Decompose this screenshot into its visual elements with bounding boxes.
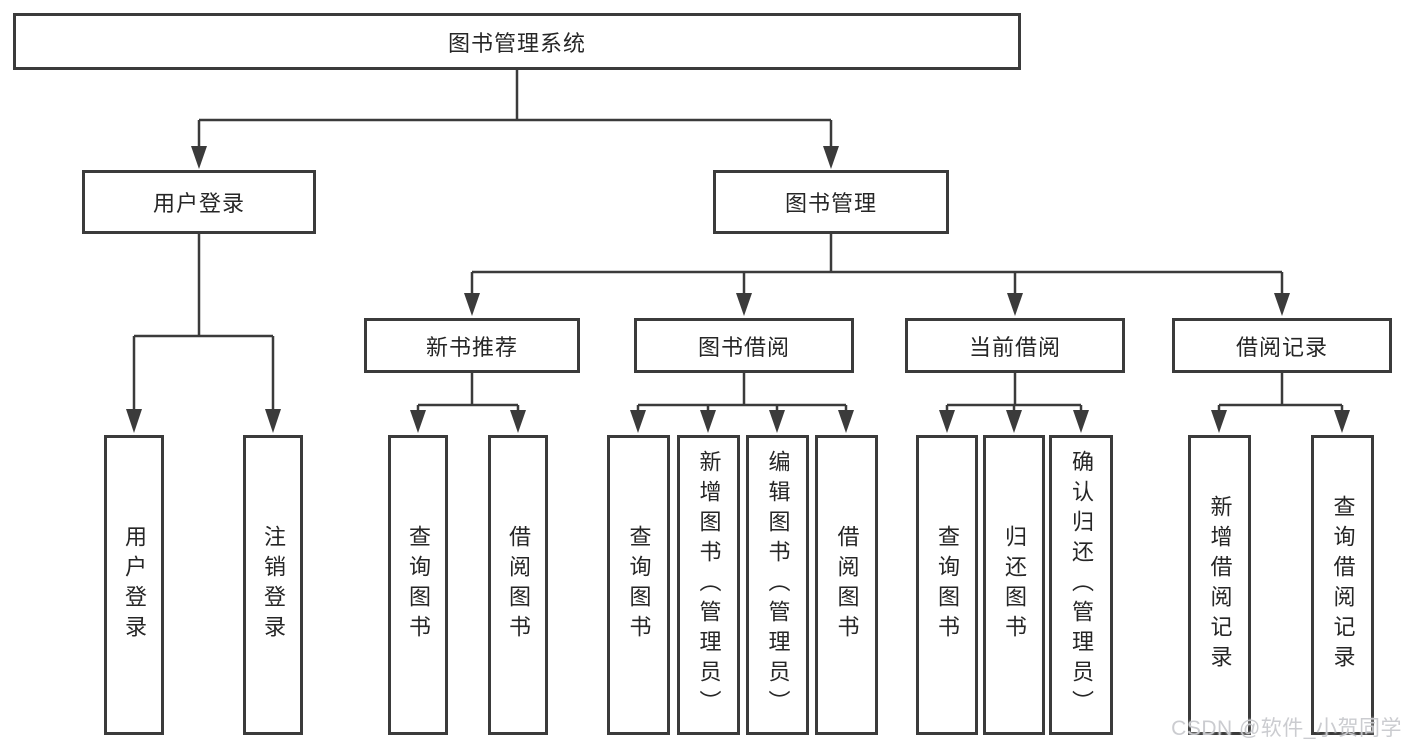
leaf-label: 查询借阅记录 bbox=[1330, 495, 1356, 675]
connector-borrow-records-children bbox=[1211, 373, 1350, 433]
node-user-login: 用户登录 bbox=[82, 170, 316, 234]
leaf-label: 新增图书（管理员） bbox=[696, 450, 722, 720]
leaf-label: 注销登录 bbox=[261, 525, 286, 645]
node-root: 图书管理系统 bbox=[13, 13, 1021, 70]
node-current-borrow: 当前借阅 bbox=[905, 318, 1125, 373]
node-book-borrow: 图书借阅 bbox=[634, 318, 854, 373]
leaf-borrow-edit-books-admin: 编辑图书（管理员） bbox=[746, 435, 809, 735]
leaf-recommend-query-books: 查询图书 bbox=[388, 435, 448, 735]
node-label: 图书管理 bbox=[784, 191, 877, 216]
connector-book-borrow-children bbox=[630, 373, 854, 433]
leaf-recommend-borrow-books: 借阅图书 bbox=[488, 435, 548, 735]
leaf-current-return-books: 归还图书 bbox=[983, 435, 1045, 735]
node-book-management: 图书管理 bbox=[713, 170, 949, 234]
node-borrow-records: 借阅记录 bbox=[1172, 318, 1392, 373]
connector-root-to-level1 bbox=[191, 70, 839, 169]
leaf-label: 确认归还（管理员） bbox=[1069, 450, 1094, 720]
leaf-logout: 注销登录 bbox=[243, 435, 303, 735]
node-label: 图书管理系统 bbox=[447, 30, 586, 56]
leaf-current-query-books: 查询图书 bbox=[916, 435, 978, 735]
leaf-label: 新增借阅记录 bbox=[1207, 495, 1233, 675]
node-label: 用户登录 bbox=[152, 191, 245, 216]
leaf-record-add: 新增借阅记录 bbox=[1188, 435, 1251, 735]
node-label: 新书推荐 bbox=[425, 334, 518, 360]
leaf-borrow-query-books: 查询图书 bbox=[607, 435, 670, 735]
leaf-label: 用户登录 bbox=[122, 525, 147, 645]
leaf-label: 借阅图书 bbox=[834, 525, 860, 645]
node-new-book-recommend: 新书推荐 bbox=[364, 318, 580, 373]
leaf-label: 归还图书 bbox=[1002, 525, 1027, 645]
leaf-label: 查询图书 bbox=[406, 525, 431, 645]
leaf-borrow-borrow-books: 借阅图书 bbox=[815, 435, 878, 735]
node-label: 图书借阅 bbox=[697, 334, 790, 360]
node-label: 当前借阅 bbox=[968, 334, 1061, 360]
leaf-borrow-add-books-admin: 新增图书（管理员） bbox=[677, 435, 740, 735]
connector-new-books-children bbox=[410, 373, 526, 433]
connector-book-management-sections bbox=[464, 234, 1290, 316]
leaf-label: 借阅图书 bbox=[506, 525, 531, 645]
leaf-current-confirm-return-admin: 确认归还（管理员） bbox=[1049, 435, 1113, 735]
leaf-user-login: 用户登录 bbox=[104, 435, 164, 735]
connector-current-borrow-children bbox=[939, 373, 1089, 433]
watermark: CSDN @软件_小贺同学 bbox=[1171, 717, 1402, 740]
leaf-label: 查询图书 bbox=[626, 525, 652, 645]
connector-user-login-children bbox=[126, 234, 281, 433]
leaf-label: 查询图书 bbox=[935, 525, 960, 645]
leaf-record-query: 查询借阅记录 bbox=[1311, 435, 1374, 735]
node-label: 借阅记录 bbox=[1235, 334, 1328, 360]
leaf-label: 编辑图书（管理员） bbox=[765, 450, 791, 720]
